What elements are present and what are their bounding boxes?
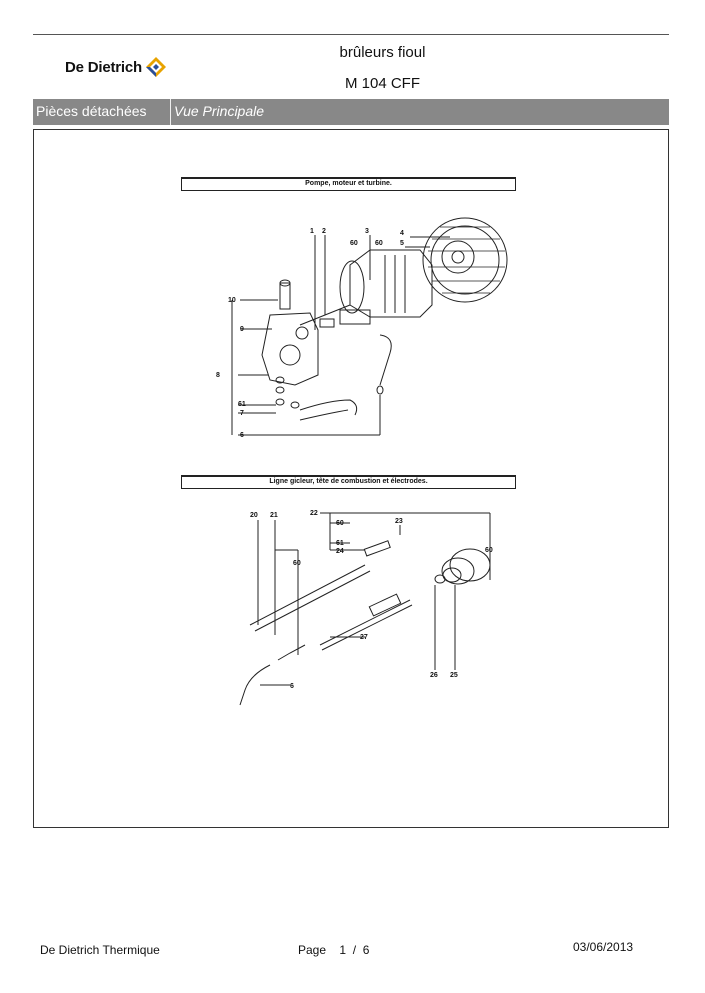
combustion-head (449, 548, 491, 582)
callout-10: 10 (228, 297, 236, 304)
section2-header: Ligne gicleur, tête de combustion et éle… (181, 475, 516, 489)
callout-25: 25 (450, 672, 458, 679)
footer-date: 03/06/2013 (573, 940, 634, 954)
callout-22: 22 (310, 510, 318, 517)
callout-5: 5 (400, 240, 404, 247)
callout-3: 3 (365, 228, 369, 235)
callout-6: 6 (240, 432, 244, 439)
page-current: 1 (339, 943, 347, 957)
callout-61: 61 (336, 540, 344, 547)
callout-60a: 60 (336, 520, 344, 527)
section1-header: Pompe, moteur et turbine. (181, 177, 516, 191)
page-total: 6 (362, 943, 370, 957)
callout-6: 6 (290, 683, 294, 690)
diagram-frame (33, 129, 669, 828)
brand-name: De Dietrich (65, 58, 142, 76)
exploded-view-pump-motor: 1 2 3 4 5 60 60 10 9 8 61 7 6 (216, 217, 508, 439)
callout-2: 2 (322, 228, 326, 235)
callout-1: 1 (310, 228, 314, 235)
callout-7: 7 (240, 410, 244, 417)
footer-company: De Dietrich Thermique (40, 943, 160, 957)
brand-diamond-icon (146, 57, 166, 77)
page-title: brûleurs fioul (339, 44, 426, 61)
exploded-view-nozzle-line: 20 21 22 60 23 61 24 60 60 27 26 25 6 (239, 510, 493, 706)
nav-bar: Pièces détachées Vue Principale (33, 99, 669, 125)
section2-title: Ligne gicleur, tête de combustion et éle… (269, 478, 428, 485)
motor-body (349, 249, 433, 318)
callout-60c: 60 (485, 547, 493, 554)
brand-logo: De Dietrich (65, 56, 167, 78)
section1-title: Pompe, moteur et turbine. (305, 180, 392, 187)
tab-main-view[interactable]: Vue Principale (174, 103, 265, 119)
callout-26: 26 (430, 672, 438, 679)
filter-cartridge (279, 282, 291, 310)
callout-24: 24 (336, 548, 344, 555)
callout-60b: 60 (293, 560, 301, 567)
page-subtitle: M 104 CFF (344, 75, 420, 92)
callout-8: 8 (216, 372, 220, 379)
callout-23: 23 (395, 518, 403, 525)
callout-20: 20 (250, 512, 258, 519)
tab-spare-parts[interactable]: Pièces détachées (33, 99, 171, 125)
callout-4: 4 (400, 230, 404, 237)
pump-body (261, 312, 319, 386)
header-rule (33, 34, 669, 35)
page-separator: / (352, 943, 357, 957)
callout-61: 61 (238, 401, 246, 408)
callout-60a: 60 (350, 240, 358, 247)
turbine-wheel (422, 217, 508, 303)
callout-60b: 60 (375, 240, 383, 247)
footer-pagination: Page 1 / 6 (298, 943, 369, 957)
callout-9: 9 (240, 326, 244, 333)
callout-21: 21 (270, 512, 278, 519)
callout-27: 27 (360, 634, 368, 641)
page-label: Page (298, 943, 327, 957)
